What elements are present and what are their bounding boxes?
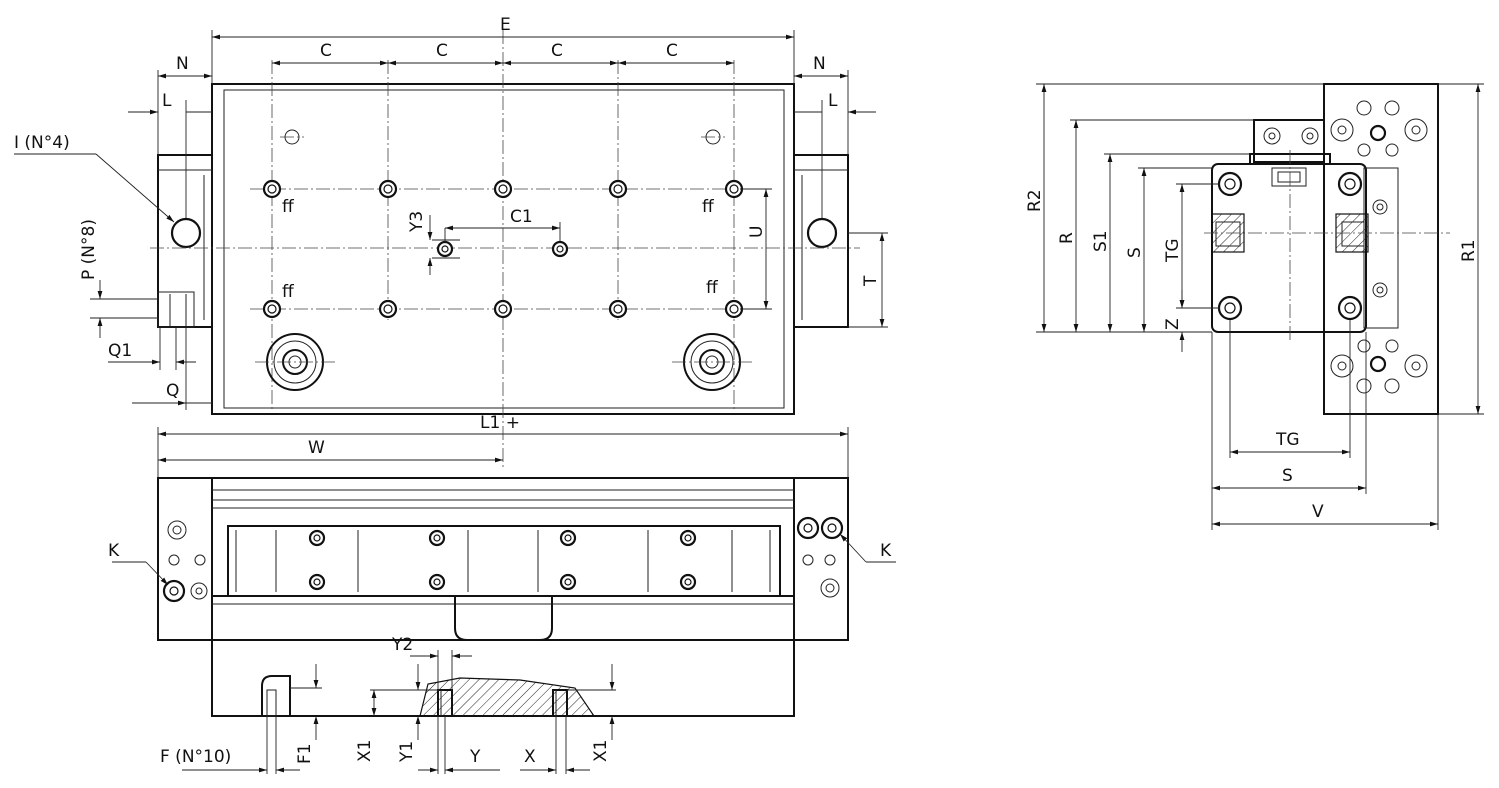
dim-label-R2: R2 bbox=[1025, 189, 1045, 212]
side-view: R2 R S1 S TG Z R1 TG S V bbox=[1025, 83, 1484, 530]
dim-label-C-4: C bbox=[666, 41, 678, 61]
top-view: E C C C C N N L L I (N°4) P (N°8) bbox=[14, 15, 888, 470]
dim-label-S: S bbox=[1125, 247, 1145, 258]
side-hole-left bbox=[170, 217, 202, 249]
label-ff-3: ff bbox=[282, 282, 295, 302]
dim-label-S-horizontal: S bbox=[1282, 466, 1293, 486]
label-ff-2: ff bbox=[702, 197, 715, 217]
side-hole-right bbox=[806, 217, 838, 249]
dim-label-N-right: N bbox=[813, 54, 826, 74]
dim-label-C1: C1 bbox=[510, 207, 533, 227]
side-flange bbox=[1323, 83, 1439, 415]
dim-label-V: V bbox=[1312, 502, 1324, 522]
dim-label-Z: Z bbox=[1163, 318, 1183, 330]
label-ff-4: ff bbox=[706, 278, 719, 298]
label-F: F (N°10) bbox=[160, 747, 231, 767]
front-body-outline bbox=[157, 477, 849, 641]
dim-label-N-left: N bbox=[176, 54, 189, 74]
label-ff-1: ff bbox=[282, 197, 295, 217]
dim-label-Y2: Y2 bbox=[391, 635, 413, 655]
label-K-right: K bbox=[880, 541, 892, 561]
dim-label-W: W bbox=[308, 438, 325, 458]
front-view: L1 + W bbox=[108, 413, 896, 774]
dim-label-TG-vertical: TG bbox=[1163, 238, 1183, 263]
dim-label-Q: Q bbox=[166, 381, 179, 401]
dim-label-U: U bbox=[747, 226, 767, 238]
dim-label-L-left: L bbox=[162, 91, 172, 111]
dim-label-C-2: C bbox=[436, 41, 448, 61]
dim-label-X1-b: X1 bbox=[591, 740, 611, 762]
dim-label-E: E bbox=[500, 15, 511, 35]
dim-label-Y3: Y3 bbox=[407, 211, 427, 233]
dim-label-T: T bbox=[861, 275, 881, 287]
dim-label-X1-a: X1 bbox=[355, 740, 375, 762]
label-I: I (N°4) bbox=[14, 133, 70, 153]
dim-label-Q1: Q1 bbox=[108, 341, 132, 361]
dim-label-Y1: Y1 bbox=[397, 741, 417, 763]
dim-label-L1: L1 + bbox=[480, 413, 520, 433]
label-P: P (N°8) bbox=[79, 219, 99, 280]
dim-label-S1: S1 bbox=[1091, 230, 1111, 252]
label-K-left: K bbox=[108, 541, 120, 561]
dim-label-TG-horizontal: TG bbox=[1275, 430, 1300, 450]
dim-label-R1: R1 bbox=[1459, 239, 1479, 262]
dim-label-Y: Y bbox=[469, 747, 481, 767]
dim-label-L-right: L bbox=[828, 91, 838, 111]
dim-label-X: X bbox=[524, 747, 536, 767]
dim-label-C-3: C bbox=[551, 41, 563, 61]
right-end-block bbox=[793, 154, 849, 328]
dim-label-F1: F1 bbox=[295, 743, 315, 764]
dim-label-R: R bbox=[1057, 232, 1077, 244]
dim-label-C-1: C bbox=[320, 41, 332, 61]
